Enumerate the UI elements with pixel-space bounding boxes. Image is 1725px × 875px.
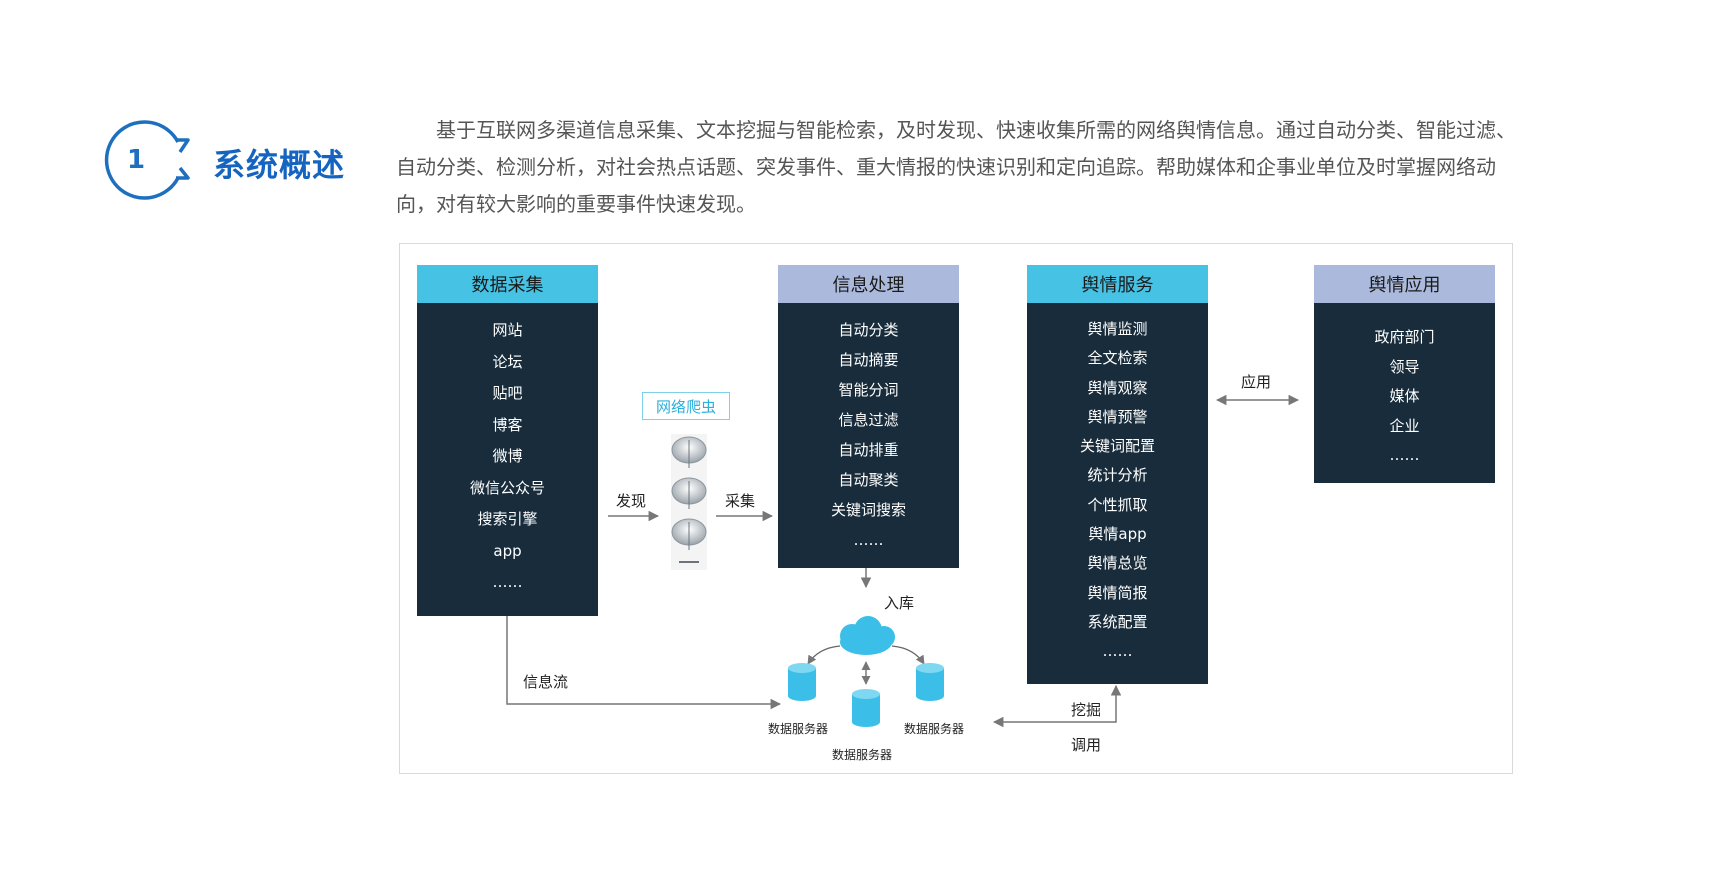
collect-label: 采集 xyxy=(725,492,756,510)
section-title: 系统概述 xyxy=(213,146,346,184)
database-icon xyxy=(852,689,880,727)
column-header: 数据采集 xyxy=(417,265,598,303)
list-item: 自动聚类 xyxy=(838,471,899,489)
list-item: 媒体 xyxy=(1389,387,1420,405)
architecture-diagram: 数据采集 网站 论坛 贴吧 博客 微博 微信公众号 搜索引擎 app …… 信息… xyxy=(399,243,1513,774)
server-label: 数据服务器 xyxy=(832,748,893,762)
list-item: 政府部门 xyxy=(1374,328,1435,346)
flow-arrows xyxy=(506,394,1300,728)
info-processing-column: 信息处理 自动分类 自动摘要 智能分词 信息过滤 自动排重 自动聚类 关键词搜索… xyxy=(778,265,959,568)
list-item: …… xyxy=(492,573,523,591)
list-item: 舆情简报 xyxy=(1087,583,1148,602)
list-item: 微博 xyxy=(492,447,523,465)
list-item: 自动摘要 xyxy=(838,351,899,369)
column-header: 信息处理 xyxy=(778,265,959,303)
list-item: 领导 xyxy=(1389,357,1420,376)
list-item: 智能分词 xyxy=(838,381,899,399)
satellite-dish-icon xyxy=(671,434,707,570)
list-item: app xyxy=(493,541,522,560)
section-number: 1 xyxy=(126,145,146,175)
column-body: 网站 论坛 贴吧 博客 微博 微信公众号 搜索引擎 app …… xyxy=(417,303,598,616)
data-collection-column: 数据采集 网站 论坛 贴吧 博客 微博 微信公众号 搜索引擎 app …… xyxy=(417,265,598,616)
list-item: 搜索引擎 xyxy=(477,510,538,528)
mine-invoke-arrow xyxy=(992,684,1122,728)
column-body: 舆情监测 全文检索 舆情观察 舆情预警 关键词配置 统计分析 个性抓取 舆情ap… xyxy=(1027,303,1208,684)
info-flow-label: 信息流 xyxy=(523,673,569,691)
column-header: 舆情服务 xyxy=(1027,265,1208,303)
list-item: 舆情观察 xyxy=(1087,378,1148,397)
server-label: 数据服务器 xyxy=(904,722,965,736)
list-item: 微信公众号 xyxy=(469,478,545,497)
intro-paragraph: 基于互联网多渠道信息采集、文本挖掘与智能检索，及时发现、快速收集所需的网络舆情信… xyxy=(396,118,1516,216)
list-item: 贴吧 xyxy=(492,384,523,402)
mine-label: 挖掘 xyxy=(1071,701,1102,719)
list-item: 自动排重 xyxy=(838,441,899,459)
list-item: 博客 xyxy=(492,415,523,434)
server-label: 数据服务器 xyxy=(768,722,829,736)
column-body: 自动分类 自动摘要 智能分词 信息过滤 自动排重 自动聚类 关键词搜索 …… xyxy=(778,303,959,568)
column-header: 舆情应用 xyxy=(1314,265,1495,303)
list-item: …… xyxy=(853,531,884,549)
list-item: …… xyxy=(1389,446,1420,464)
list-item: 舆情总览 xyxy=(1087,554,1148,573)
discover-label: 发现 xyxy=(616,492,647,510)
list-item: 舆情预警 xyxy=(1087,407,1148,426)
list-item: 论坛 xyxy=(492,352,523,371)
list-item: 信息过滤 xyxy=(838,411,899,429)
store-label: 入库 xyxy=(884,594,915,612)
invoke-label: 调用 xyxy=(1071,736,1102,754)
list-item: 统计分析 xyxy=(1087,466,1148,485)
info-flow-arrow xyxy=(506,616,782,710)
column-body: 政府部门 领导 媒体 企业 …… xyxy=(1314,303,1495,483)
list-item: 全文检索 xyxy=(1087,349,1148,368)
list-item: 网站 xyxy=(492,321,523,339)
list-item: …… xyxy=(1102,642,1133,661)
opinion-service-column: 舆情服务 舆情监测 全文检索 舆情观察 舆情预警 关键词配置 统计分析 个性抓取… xyxy=(1027,265,1208,684)
section-badge: 1 xyxy=(96,112,196,208)
crawler-label: 网络爬虫 xyxy=(642,392,730,420)
list-item: 舆情app xyxy=(1088,525,1147,544)
database-icon xyxy=(916,663,944,701)
opinion-application-column: 舆情应用 政府部门 领导 媒体 企业 …… xyxy=(1314,265,1495,483)
cloud-icon xyxy=(840,616,895,655)
speech-bubble-icon xyxy=(104,120,190,200)
list-item: 关键词配置 xyxy=(1079,437,1155,456)
database-icon xyxy=(788,663,816,701)
list-item: 关键词搜索 xyxy=(830,501,906,519)
list-item: 个性抓取 xyxy=(1087,495,1148,514)
apply-label: 应用 xyxy=(1241,373,1272,391)
list-item: 舆情监测 xyxy=(1087,320,1148,338)
list-item: 自动分类 xyxy=(838,321,899,339)
list-item: 系统配置 xyxy=(1087,612,1148,631)
list-item: 企业 xyxy=(1389,416,1420,435)
